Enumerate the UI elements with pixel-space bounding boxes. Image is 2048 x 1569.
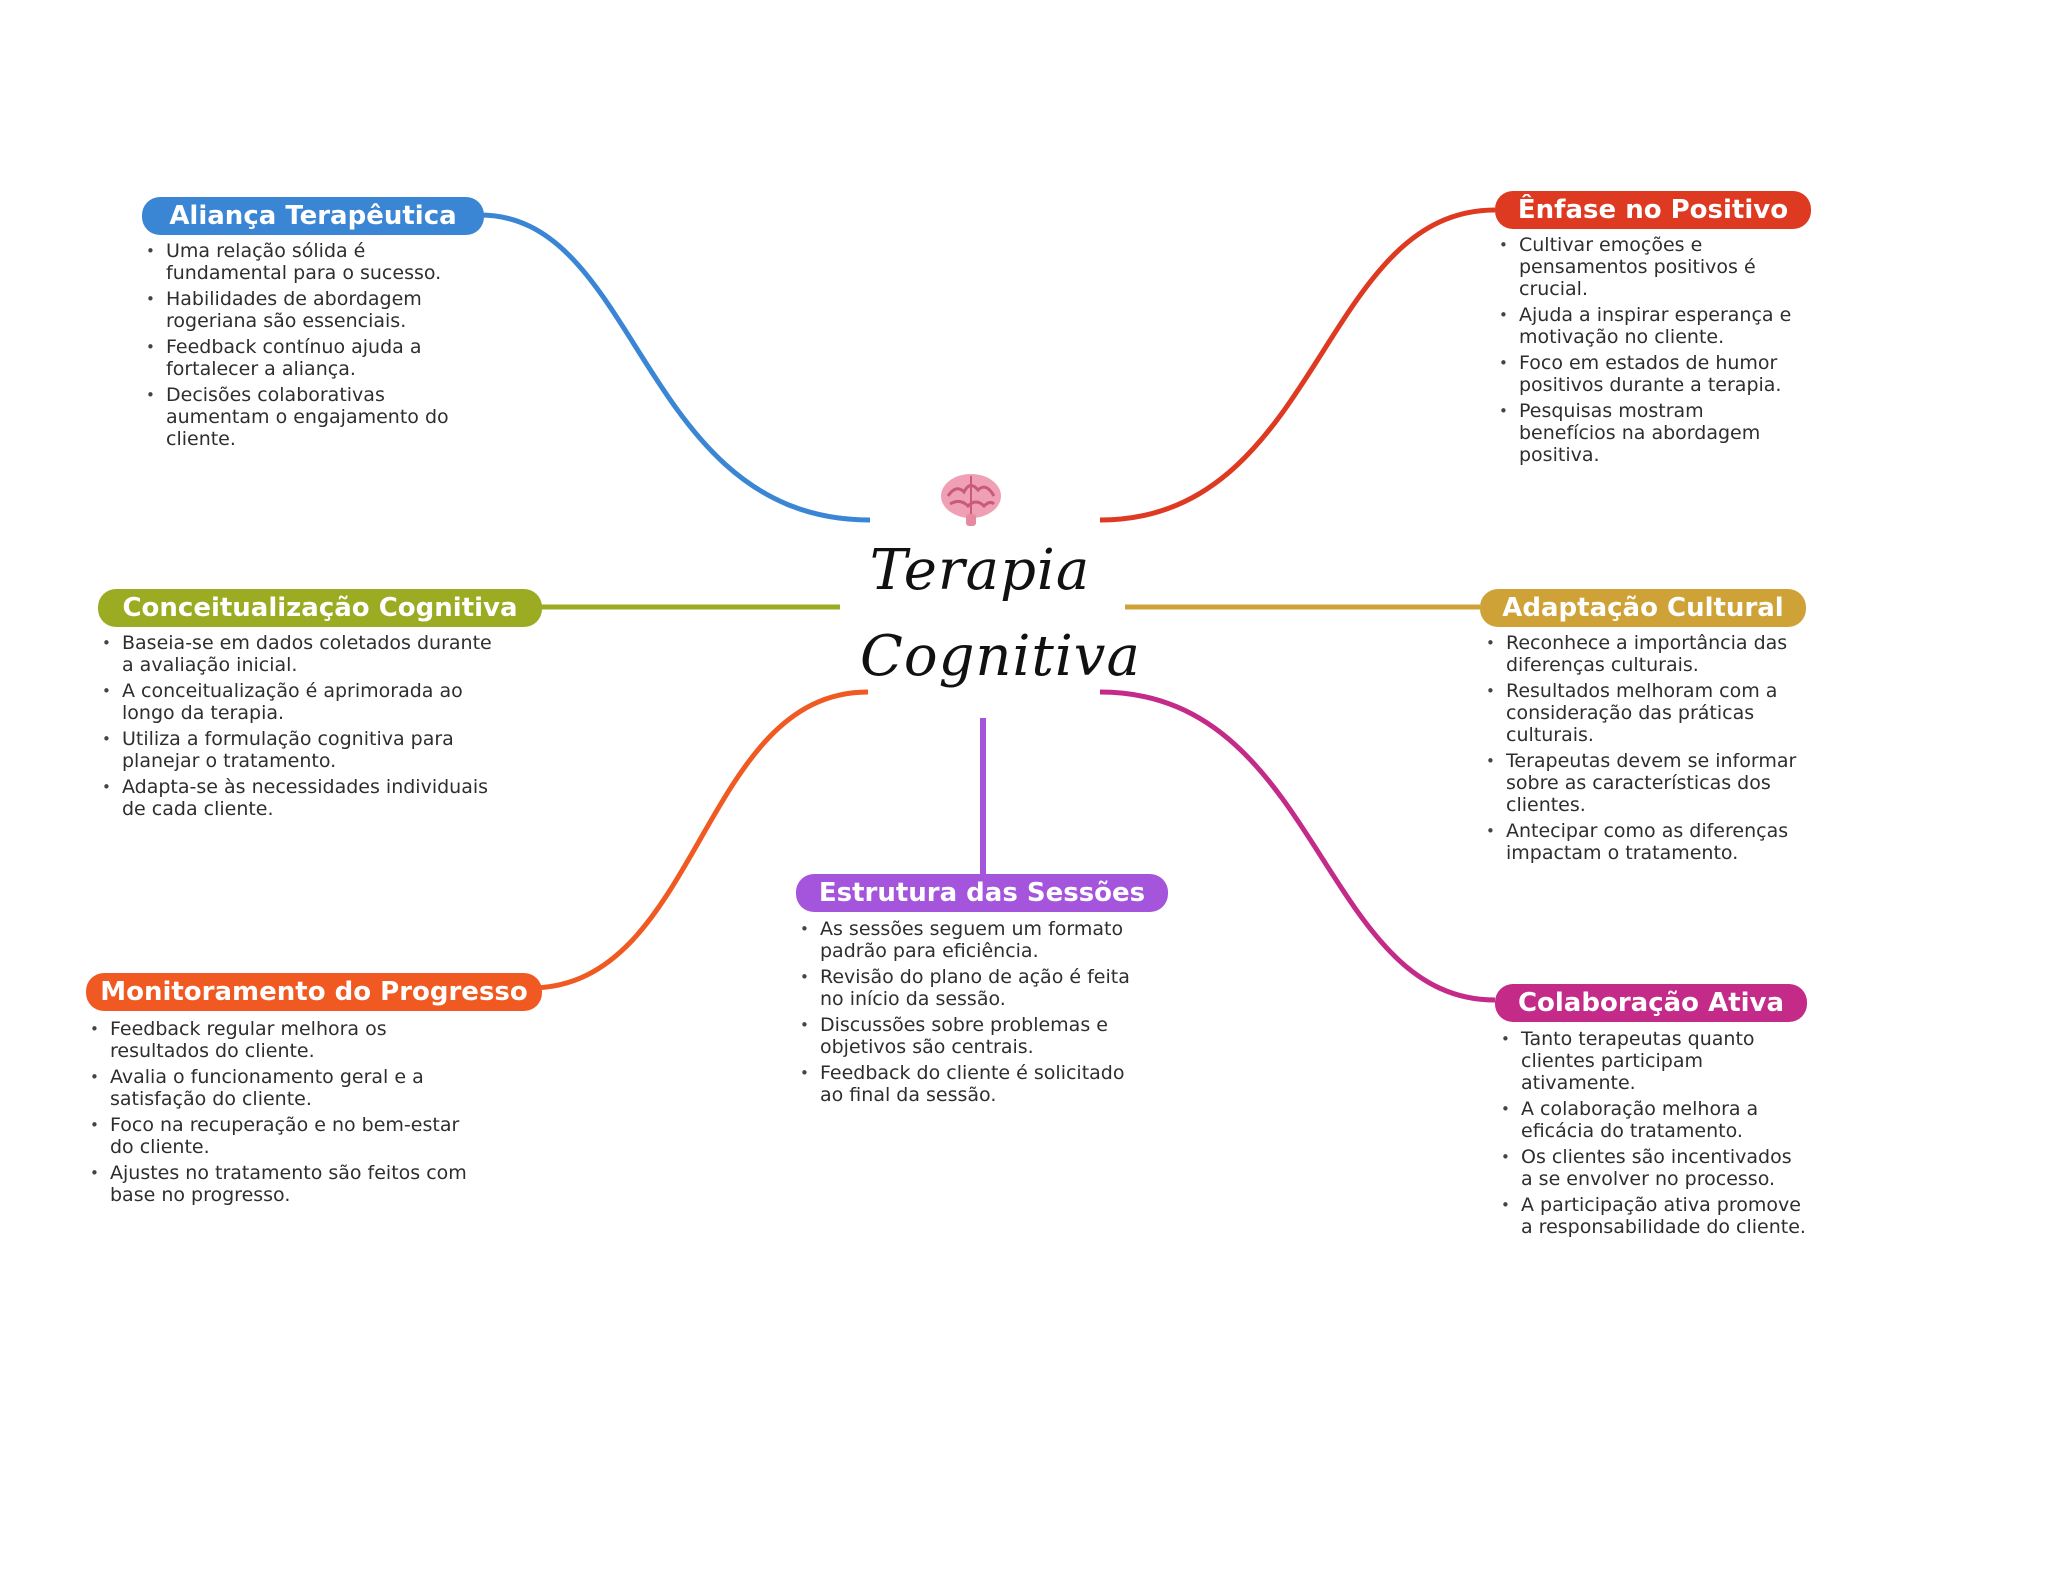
notes-adaptacao-cultural: Reconhece a importância das diferenças c… <box>1482 632 1817 868</box>
connector-colaboracao <box>1099 689 1496 1003</box>
central-title-line1: Terapia <box>869 538 1091 603</box>
note-item: A participação ativa promove a responsab… <box>1497 1194 1807 1238</box>
note-item: Feedback contínuo ajuda a fortalecer a a… <box>142 336 482 380</box>
central-title-line2: Cognitiva <box>860 624 1141 689</box>
note-item: Baseia-se em dados coletados durante a a… <box>98 632 498 676</box>
connector-enfase <box>1099 207 1496 523</box>
notes-colaboracao-ativa: Tanto terapeutas quanto clientes partici… <box>1497 1028 1807 1242</box>
topic-monitoramento-do-progresso[interactable]: Monitoramento do Progresso <box>86 973 542 1011</box>
note-item: Avalia o funcionamento geral e a satisfa… <box>86 1066 486 1110</box>
connector-alianca <box>479 212 871 523</box>
topic-enfase-no-positivo[interactable]: Ênfase no Positivo <box>1495 191 1811 229</box>
note-item: Foco em estados de humor positivos duran… <box>1495 352 1795 396</box>
notes-monitoramento-do-progresso: Feedback regular melhora os resultados d… <box>86 1018 486 1210</box>
notes-estrutura-das-sessoes: As sessões seguem um formato padrão para… <box>796 918 1152 1110</box>
notes-enfase-no-positivo: Cultivar emoções e pensamentos positivos… <box>1495 234 1795 470</box>
note-item: Reconhece a importância das diferenças c… <box>1482 632 1817 676</box>
note-item: Uma relação sólida é fundamental para o … <box>142 240 482 284</box>
note-item: Feedback regular melhora os resultados d… <box>86 1018 486 1062</box>
note-item: Habilidades de abordagem rogeriana são e… <box>142 288 482 332</box>
central-topic: Terapia Cognitiva <box>860 528 1141 700</box>
topic-alianca-terapeutica[interactable]: Aliança Terapêutica <box>142 197 484 235</box>
note-item: Feedback do cliente é solicitado ao fina… <box>796 1062 1152 1106</box>
note-item: Terapeutas devem se informar sobre as ca… <box>1482 750 1817 816</box>
note-item: Pesquisas mostram benefícios na abordage… <box>1495 400 1795 466</box>
note-item: Antecipar como as diferenças impactam o … <box>1482 820 1817 864</box>
note-item: Resultados melhoram com a consideração d… <box>1482 680 1817 746</box>
note-item: Decisões colaborativas aumentam o engaja… <box>142 384 482 450</box>
brain-icon <box>941 474 1001 526</box>
topic-conceitualizacao-cognitiva[interactable]: Conceitualização Cognitiva <box>98 589 542 627</box>
topic-adaptacao-cultural[interactable]: Adaptação Cultural <box>1480 589 1806 627</box>
note-item: Cultivar emoções e pensamentos positivos… <box>1495 234 1795 300</box>
note-item: Ajustes no tratamento são feitos com bas… <box>86 1162 486 1206</box>
notes-conceitualizacao-cognitiva: Baseia-se em dados coletados durante a a… <box>98 632 498 824</box>
note-item: As sessões seguem um formato padrão para… <box>796 918 1152 962</box>
topic-colaboracao-ativa[interactable]: Colaboração Ativa <box>1495 984 1807 1022</box>
note-item: Os clientes são incentivados a se envolv… <box>1497 1146 1807 1190</box>
note-item: A colaboração melhora a eficácia do trat… <box>1497 1098 1807 1142</box>
notes-alianca-terapeutica: Uma relação sólida é fundamental para o … <box>142 240 482 454</box>
note-item: Adapta-se às necessidades individuais de… <box>98 776 498 820</box>
note-item: Utiliza a formulação cognitiva para plan… <box>98 728 498 772</box>
connector-monitoramento <box>529 689 869 991</box>
note-item: A conceitualização é aprimorada ao longo… <box>98 680 498 724</box>
note-item: Foco na recuperação e no bem-estar do cl… <box>86 1114 486 1158</box>
note-item: Revisão do plano de ação é feita no iníc… <box>796 966 1152 1010</box>
note-item: Discussões sobre problemas e objetivos s… <box>796 1014 1152 1058</box>
note-item: Ajuda a inspirar esperança e motivação n… <box>1495 304 1795 348</box>
topic-estrutura-das-sessoes[interactable]: Estrutura das Sessões <box>796 874 1168 912</box>
note-item: Tanto terapeutas quanto clientes partici… <box>1497 1028 1807 1094</box>
